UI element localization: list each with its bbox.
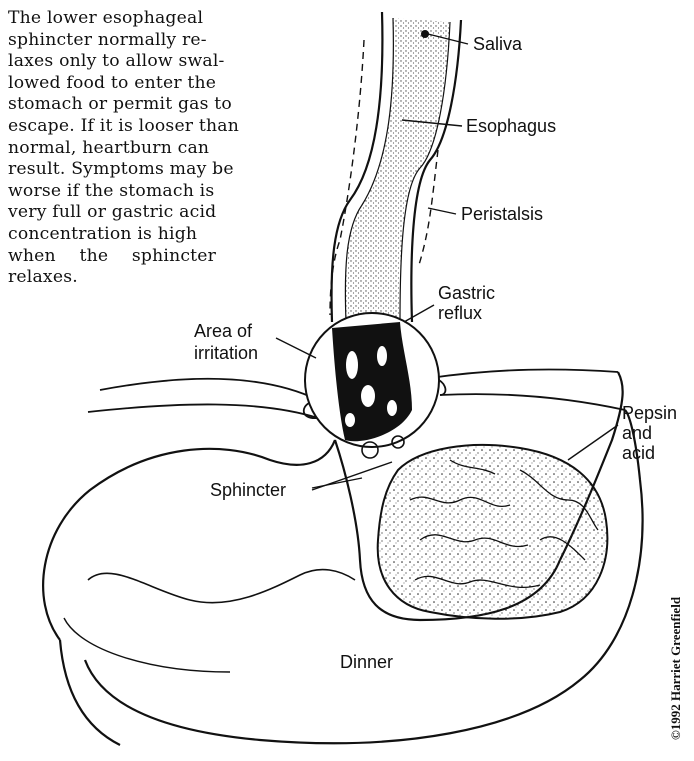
label-gastric: Gastric: [438, 283, 495, 303]
label-peristalsis: Peristalsis: [461, 204, 543, 224]
label-esophagus: Esophagus: [466, 116, 556, 136]
label-sphincter: Sphincter: [210, 480, 286, 500]
label-pepsin: Pepsin: [622, 403, 677, 423]
label-saliva: Saliva: [473, 34, 522, 54]
label-acid: acid: [622, 443, 655, 463]
esophagus-lumen: [345, 18, 450, 322]
food-mass: [378, 445, 608, 619]
label-dinner: Dinner: [340, 652, 393, 672]
gastric-reflux-dark: [332, 322, 412, 441]
label-reflux: reflux: [438, 303, 482, 323]
saliva-bubble: [421, 30, 429, 38]
label-irritation: irritation: [194, 343, 258, 363]
label-area-of: Area of: [194, 321, 252, 341]
label-and: and: [622, 423, 652, 443]
copyright-credit: ©1992 Harriet Greenfield: [668, 597, 684, 740]
